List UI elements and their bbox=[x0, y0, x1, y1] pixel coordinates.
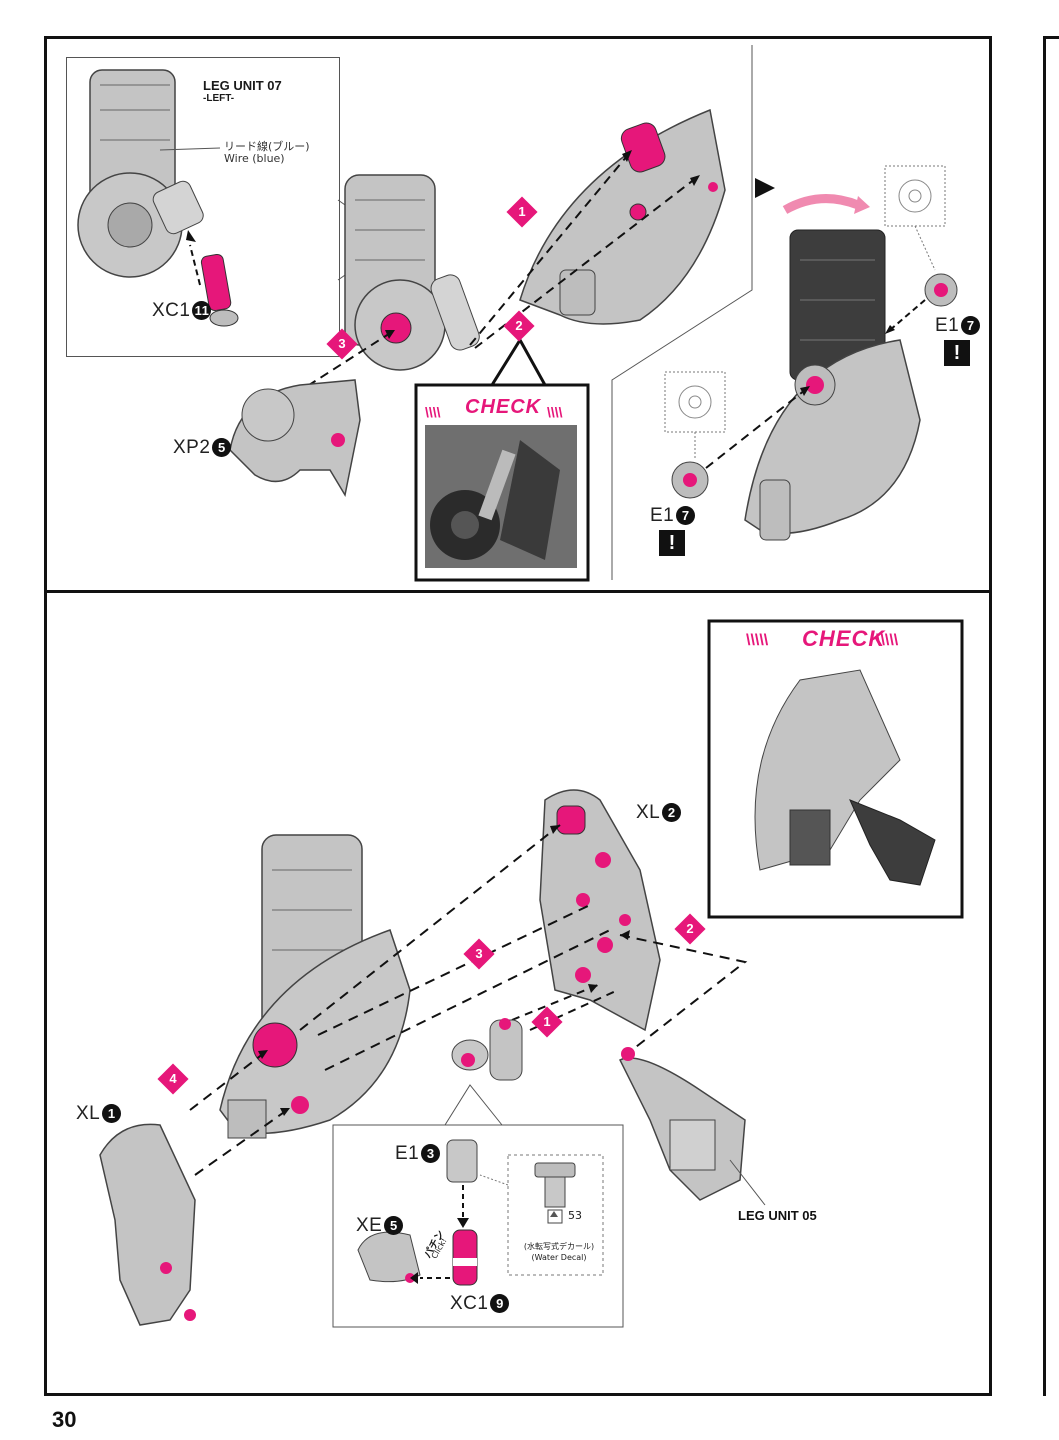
callout-title: LEG UNIT 07 bbox=[203, 78, 282, 93]
warning-icon: ! bbox=[659, 530, 685, 556]
panel-divider bbox=[44, 590, 992, 593]
step-number: 1 bbox=[518, 204, 526, 219]
part-number: 3 bbox=[421, 1144, 441, 1163]
step-number: 3 bbox=[338, 336, 346, 351]
next-page-edge bbox=[1043, 36, 1059, 1396]
check-stripes-left: \\\\\ bbox=[746, 632, 769, 649]
armor-piece-top bbox=[519, 108, 726, 325]
armor-leg-assembled bbox=[744, 229, 921, 541]
step-number: 2 bbox=[515, 318, 523, 333]
step-number: 2 bbox=[686, 921, 694, 936]
step-number: 1 bbox=[543, 1014, 551, 1029]
part-code: E1 bbox=[935, 315, 960, 336]
instruction-frame bbox=[44, 36, 992, 1396]
callout-subtitle: -LEFT- bbox=[203, 93, 235, 104]
part-code: E1 bbox=[650, 505, 675, 526]
step-number: 4 bbox=[169, 1071, 177, 1086]
part-number: 9 bbox=[490, 1294, 510, 1313]
part-number: 7 bbox=[961, 316, 981, 335]
wire-label-en: Wire (blue) bbox=[224, 152, 285, 165]
part-number: 5 bbox=[384, 1216, 404, 1235]
step-badge: 2 bbox=[503, 310, 535, 342]
decal-label-en: (Water Decal) bbox=[531, 1253, 587, 1262]
step-badge: 1 bbox=[506, 196, 538, 228]
bottom-leg-block bbox=[219, 834, 411, 1139]
check-title-bottom: CHECK bbox=[802, 626, 886, 651]
part-number: 5 bbox=[212, 438, 232, 457]
bottom-illustration bbox=[99, 619, 964, 1328]
step-badge: 2 bbox=[674, 913, 706, 945]
part-code: XC1 bbox=[450, 1293, 489, 1314]
part-code: XL bbox=[76, 1103, 101, 1124]
xl2-piece bbox=[539, 789, 661, 1032]
xp2-piece bbox=[229, 379, 361, 498]
foot-joint-piece bbox=[451, 1018, 523, 1081]
center-leg-block bbox=[344, 174, 480, 371]
top-illustration bbox=[77, 45, 958, 582]
wire-label-jp: リード線(ブルー) bbox=[224, 140, 310, 153]
part-code: E1 bbox=[395, 1143, 420, 1164]
part-number: 11 bbox=[192, 301, 212, 320]
check-stripes-right: \\\\ bbox=[547, 404, 563, 420]
part-number: 1 bbox=[102, 1104, 122, 1123]
callout-leg-unit bbox=[77, 69, 221, 278]
xl1-piece bbox=[99, 1123, 196, 1326]
part-number: 7 bbox=[676, 506, 696, 525]
decal-label-jp: (水転写式デカール) bbox=[523, 1242, 595, 1251]
page-number: 30 bbox=[52, 1407, 77, 1432]
check-title-top: CHECK bbox=[465, 396, 542, 418]
warning-icon: ! bbox=[944, 340, 970, 366]
check-stripes-left: \\\\ bbox=[425, 404, 441, 420]
step-badge: 1 bbox=[531, 1006, 563, 1038]
part-code: XP2 bbox=[173, 437, 211, 458]
part-code: XC1 bbox=[152, 300, 191, 321]
step-badge: 4 bbox=[157, 1063, 189, 1095]
leg-unit-05-piece bbox=[618, 1047, 766, 1206]
leg-unit-05-label: LEG UNIT 05 bbox=[738, 1208, 817, 1223]
decal-number: 53 bbox=[568, 1209, 582, 1222]
step-number: 3 bbox=[475, 946, 483, 961]
check-stripes-right: \\\\\ bbox=[876, 632, 899, 649]
part-code: XE bbox=[356, 1215, 383, 1236]
step-badge: 3 bbox=[326, 328, 358, 360]
step-badge: 3 bbox=[463, 938, 495, 970]
part-number: 2 bbox=[662, 803, 682, 822]
part-code: XL bbox=[636, 802, 661, 823]
